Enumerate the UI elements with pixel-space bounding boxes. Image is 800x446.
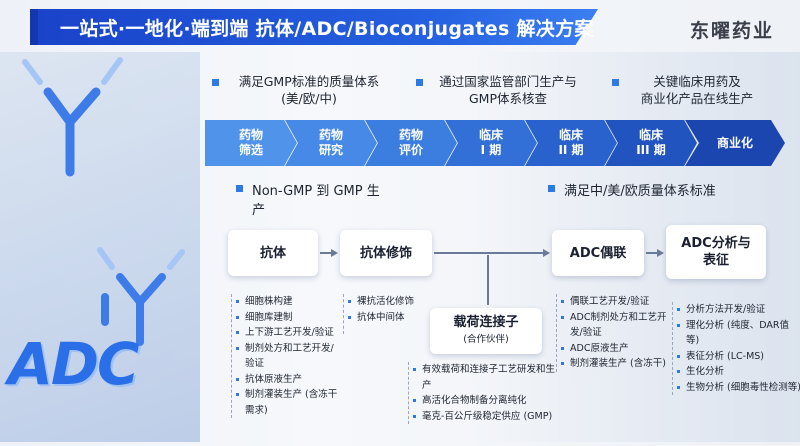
stage-label: 研究 [318,143,343,157]
bullet-marker-icon [612,79,619,86]
list-item: 上下游工艺开发/验证 [236,325,341,341]
list-antibody-modification: 裸抗活化修饰 抗体中间体 [343,294,428,334]
adc-logo-text: ADC [8,330,140,398]
list-item: ADC制剂处方和工艺开发/验证 [561,310,673,341]
box-sublabel: (合作伙伴) [463,334,509,345]
page-title: 一站式·一地化·端到端 抗体/ADC/Bioconjugates 解决方案 [60,18,594,40]
bullet-marker-icon [416,79,423,86]
payload-connector-line [487,255,489,305]
arrow-head-icon [543,249,550,257]
box-antibody-modification: 抗体修饰 [340,230,432,276]
top-bullet-line: GMP体系核查 [468,91,547,106]
arrow-connector [434,252,544,254]
box-payload-linker: 载荷连接子 (合作伙伴) [430,308,542,354]
section-header-nongmp: Non-GMP 到 GMP 生 产 [252,180,380,218]
list-item: 偶联工艺开发/验证 [561,294,673,310]
arrow-connector [320,252,332,254]
list-payload-linker: 有效载荷和连接子工艺研发和生产 高活化合物制备分离纯化 毫克-百公斤级稳定供应 … [408,362,563,424]
stage-label: I 期 [480,143,502,157]
top-bullet-line: 满足GMP标准的质量体系 [238,74,380,89]
top-bullet-line: (美/欧/中) [281,91,337,106]
list-item: 细胞株构建 [236,294,341,310]
stage-label: 评价 [398,143,423,157]
arrow-connector [646,252,658,254]
stage-label: 临床 [638,128,663,142]
list-item: 制剂处方和工艺开发/验证 [236,341,341,372]
box-label: 载荷连接子 [453,315,519,330]
list-adc-conjugation: 偶联工艺开发/验证 ADC制剂处方和工艺开发/验证 ADC原液生产 制剂灌装生产… [556,294,673,372]
stage-label: 药物 [398,128,423,142]
stage-drug-research: 药物研究 [285,120,377,166]
list-adc-analysis: 分析方法开发/验证 理化分析 (纯度、DAR值等) 表征分析 (LC-MS) 生… [672,302,800,395]
list-item: ADC原液生产 [561,341,673,357]
list-item: 抗体中间体 [348,310,428,326]
box-label: 表征 [702,253,729,268]
stage-label: 临床 [558,128,583,142]
top-bullet-line: 关键临床用药及 [653,74,741,89]
antibody-illustration-icon [22,57,185,346]
list-item: 抗体原液生产 [236,372,341,388]
stage-label: 药物 [318,128,343,142]
list-item: 生化分析 [677,364,800,380]
list-item: 裸抗活化修饰 [348,294,428,310]
list-item: 生物分析 (细胞毒性检测等) [677,380,800,396]
box-adc-analysis: ADC分析与表征 [666,225,766,279]
stage-label: II 期 [558,143,584,157]
list-item: 细胞库建制 [236,310,341,326]
stage-label: 筛选 [238,143,263,157]
list-item: 理化分析 (纯度、DAR值等) [677,318,800,349]
list-antibody: 细胞株构建 细胞库建制 上下游工艺开发/验证 制剂处方和工艺开发/验证 抗体原液… [231,294,341,418]
section-header-line: Non-GMP 到 GMP 生 [252,184,380,199]
top-bullet-line: 商业化产品在线生产 [640,91,754,106]
stage-drug-evaluation: 药物评价 [365,120,457,166]
left-decorative-panel [0,52,200,442]
list-item: 制剂灌装生产 (含冻干需求) [236,387,341,418]
list-item: 有效载荷和连接子工艺研发和生产 [413,362,563,393]
list-item: 表征分析 (LC-MS) [677,349,800,365]
stage-label: III 期 [636,143,666,157]
stage-label: 药物 [238,128,263,142]
title-bar [38,9,598,45]
brand-logo-text: 东曜药业 [690,20,775,42]
list-item: 制剂灌装生产 (含冻干) [561,356,673,372]
bullet-marker-icon [212,79,219,86]
box-label: ADC分析与 [681,236,751,251]
box-adc-conjugation: ADC偶联 [552,230,644,276]
stage-drug-screening: 药物筛选 [205,120,297,166]
stage-label: 临床 [478,128,503,142]
arrow-head-icon [657,249,664,257]
section-header-standards: 满足中/美/欧质量体系标准 [564,184,716,199]
section-header-line: 产 [252,203,266,218]
list-item: 高活化合物制备分离纯化 [413,393,563,409]
top-bullet-gmp: 满足GMP标准的质量体系 (美/欧/中) [224,73,394,107]
stage-label: 商业化 [716,135,753,150]
top-bullet-line: 通过国家监管部门生产与 [439,74,577,89]
list-item: 毫克-百公斤级稳定供应 (GMP) [413,409,563,425]
list-item: 分析方法开发/验证 [677,302,800,318]
bullet-marker-icon [236,185,243,192]
top-bullet-inspection: 通过国家监管部门生产与 GMP体系核查 [428,73,588,107]
arrow-head-icon [331,249,338,257]
bullet-marker-icon [548,185,555,192]
stage-commercialization: 商业化 [685,120,785,166]
box-antibody: 抗体 [228,230,318,276]
top-bullet-production: 关键临床用药及 商业化产品在线生产 [622,73,772,107]
